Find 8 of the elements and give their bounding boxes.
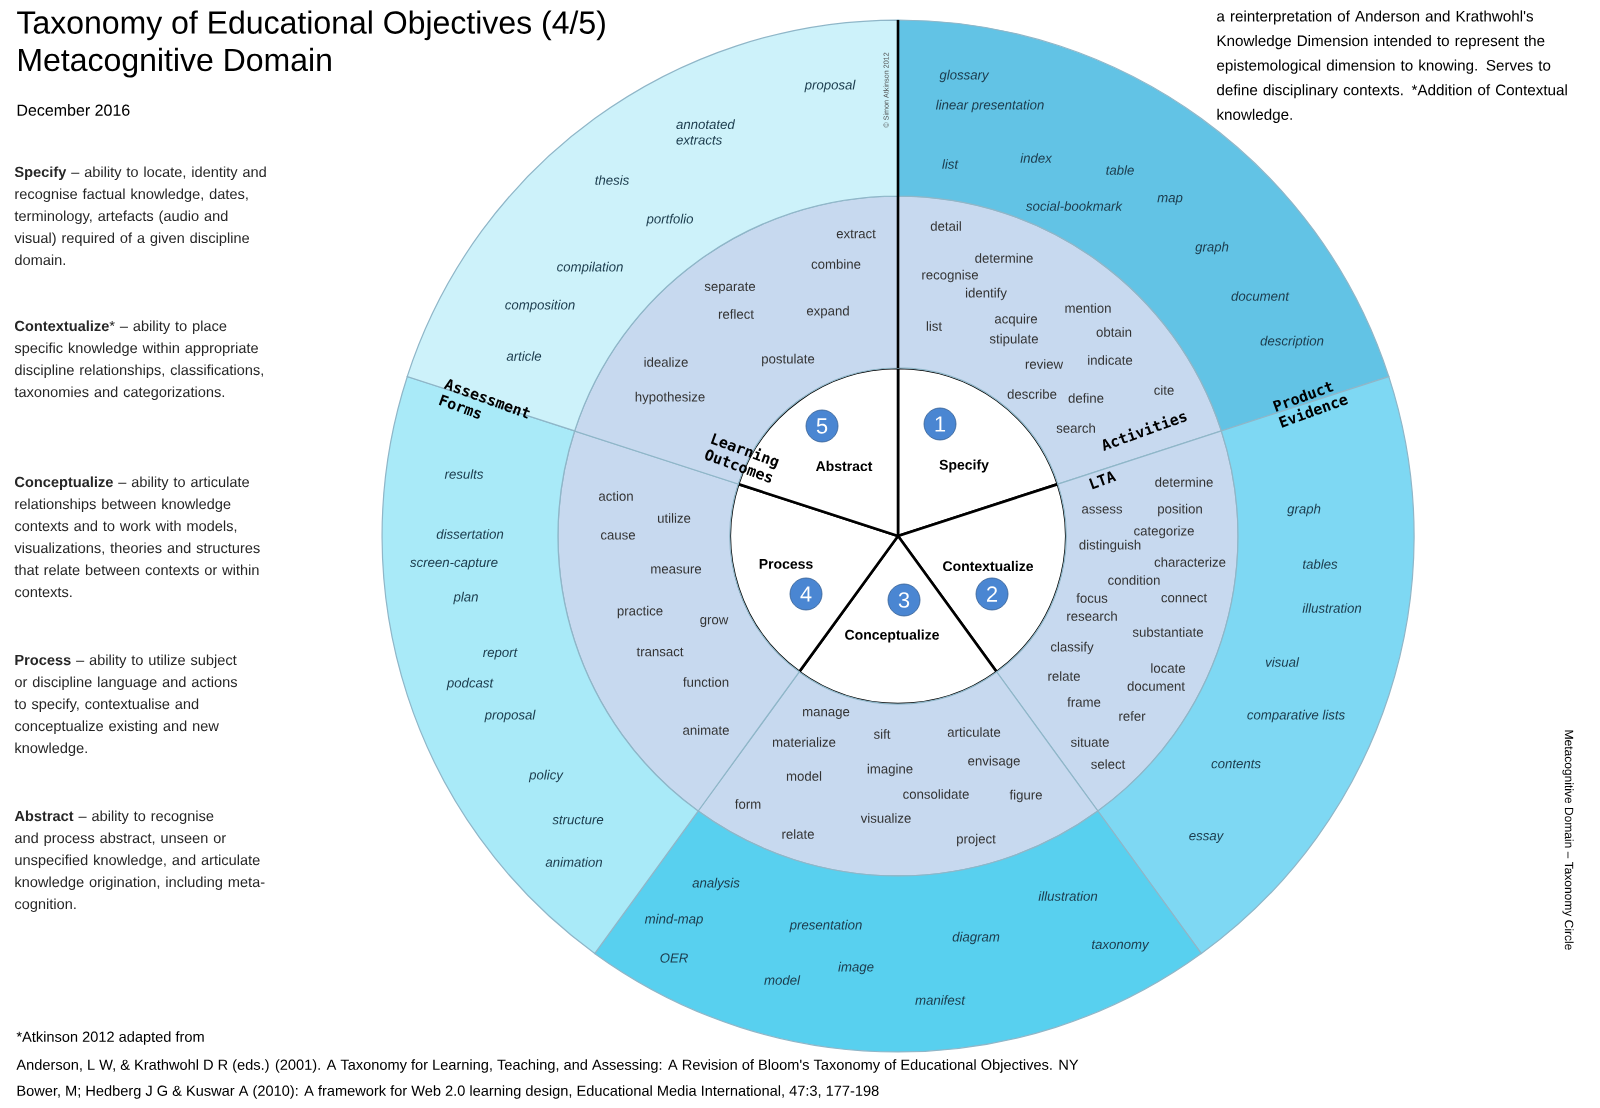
date-label: December 2016: [17, 104, 130, 116]
number-badge: 3: [887, 583, 921, 617]
number-badge: 4: [789, 577, 823, 611]
number-badge: 2: [975, 577, 1009, 611]
number-badge: 5: [805, 409, 839, 443]
number-badge: 1: [923, 407, 957, 441]
title: Metacognitive Domain: [19, 47, 331, 78]
title: Taxonomy of Educational Objectives (4/5): [17, 10, 605, 41]
